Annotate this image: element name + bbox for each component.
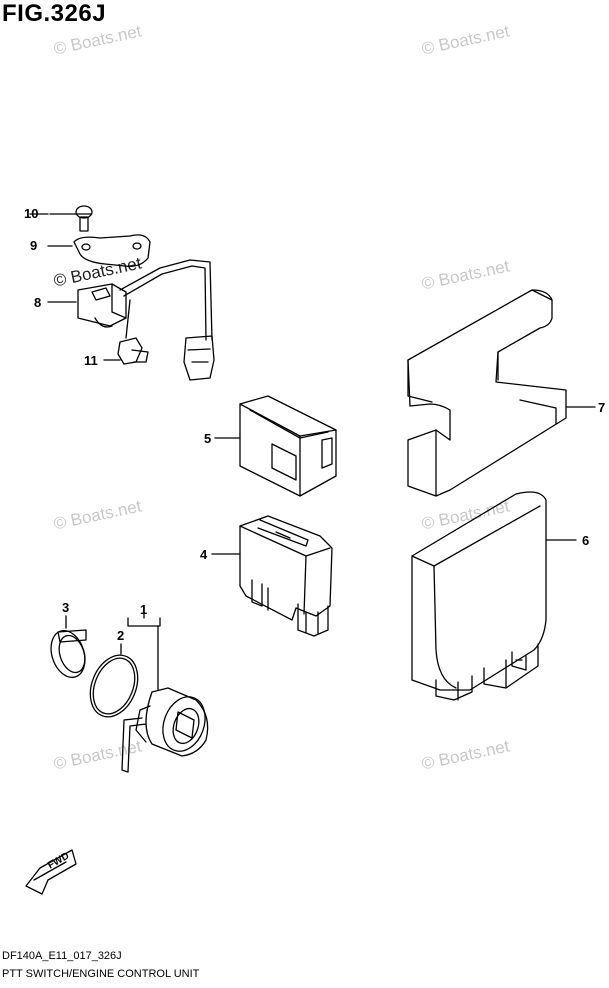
callout-10: 10 (24, 206, 39, 221)
ecu-part-6 (411, 491, 577, 701)
callout-7: 7 (598, 400, 606, 415)
cover-part-5 (214, 395, 337, 497)
diagram-caption: PTT SWITCH/ENGINE CONTROL UNIT (2, 968, 200, 980)
callout-8: 8 (34, 295, 42, 310)
ring-part-3 (50, 615, 87, 679)
clip-part-11 (103, 299, 149, 365)
callout-6: 6 (582, 533, 590, 548)
bracket-part-9 (47, 234, 151, 267)
fwd-arrow-icon (25, 849, 77, 895)
callout-3: 3 (62, 600, 70, 615)
sleeve-part-7 (407, 289, 596, 497)
callout-11: 11 (84, 353, 98, 368)
diagram-code: DF140A_E11_017_326J (2, 950, 122, 962)
screw-part-10 (49, 205, 93, 232)
callout-9: 9 (30, 238, 38, 253)
oring-part-2 (89, 643, 139, 718)
callout-1: 1 (140, 602, 148, 617)
module-part-4 (211, 515, 333, 637)
callout-2: 2 (117, 628, 125, 643)
ptt-switch-part-1 (121, 611, 209, 773)
callout-4: 4 (200, 547, 208, 562)
callout-5: 5 (204, 431, 212, 446)
switch-part-8 (47, 259, 215, 381)
figure-title: FIG.326J (2, 0, 107, 27)
